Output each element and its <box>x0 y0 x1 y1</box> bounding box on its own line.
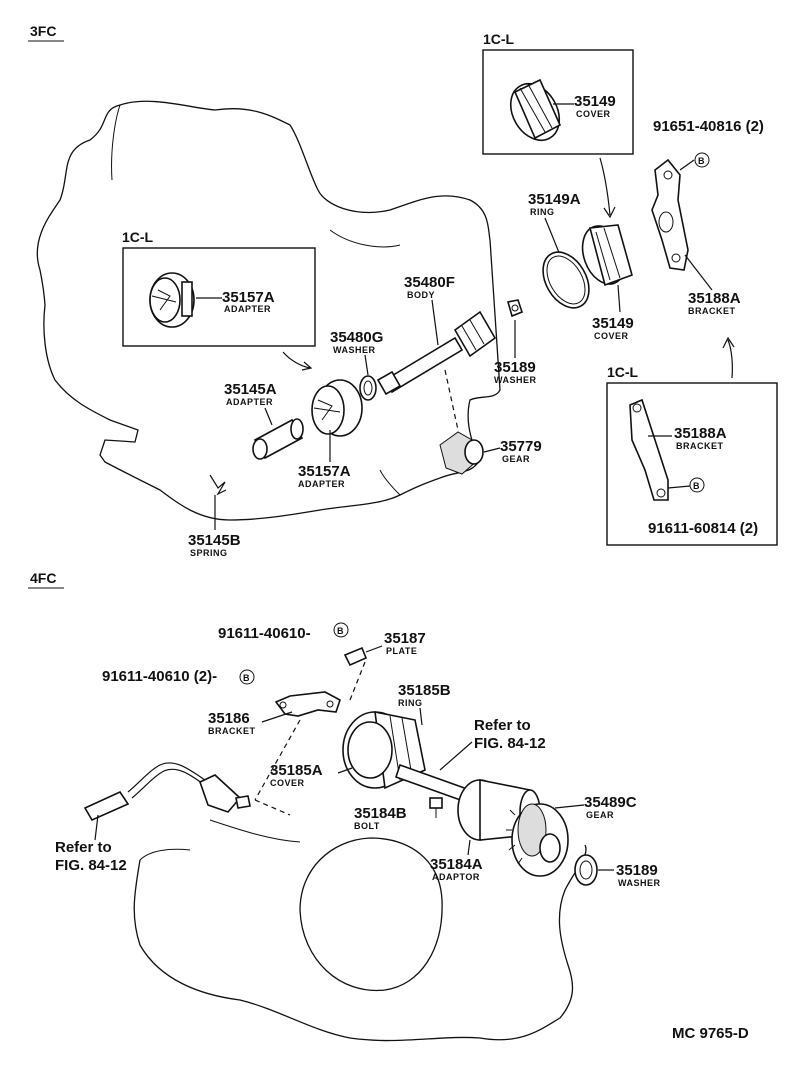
adapter-35157a <box>311 379 363 437</box>
part-name-35145b: SPRING <box>190 548 228 558</box>
part-number-35184a: 35184A <box>430 856 483 873</box>
part-number-35184b: 35184B <box>354 805 407 822</box>
part-name-35184a: ADAPTOR <box>432 872 480 882</box>
part-number-35489c: 35489C <box>584 794 637 811</box>
part-number-35157a: 35157A <box>298 463 351 480</box>
part-number-35186: 35186 <box>208 710 250 727</box>
part-number-35149a: 35149A <box>528 191 581 208</box>
refer-right-line2: FIG. 84-12 <box>474 735 546 752</box>
speedometer-driven-body-35480f <box>376 310 497 396</box>
part-number-35188a: 35188A <box>688 290 741 307</box>
part-name-35149: COVER <box>594 331 629 341</box>
part-name-35157a: ADAPTER <box>298 479 345 489</box>
part-name-35188a-inset: BRACKET <box>676 441 724 451</box>
bolt-marker-b-4 <box>239 669 255 685</box>
part-name-35188a: BRACKET <box>688 306 736 316</box>
section-label-3fc: 3FC <box>30 23 56 39</box>
part-name-35145a: ADAPTER <box>226 397 273 407</box>
part-name-35185a: COVER <box>270 778 305 788</box>
part-name-35779: GEAR <box>502 454 530 464</box>
transmission-case-outline-top <box>36 100 501 521</box>
washer-35189-top <box>506 299 523 318</box>
plate-35187 <box>343 646 368 667</box>
inset-box-cover <box>482 49 634 155</box>
part-name-35184b: BOLT <box>354 821 380 831</box>
part-name-35489c: GEAR <box>586 810 614 820</box>
refer-left-line2: FIG. 84-12 <box>55 857 127 874</box>
part-number-35189-bottom: 35189 <box>616 862 658 879</box>
part-name-35187: PLATE <box>386 646 417 656</box>
adapter-35145a <box>252 418 304 460</box>
gear-35779 <box>439 431 484 475</box>
inset-label-cover: 1C-L <box>483 31 515 47</box>
part-number-91611-40610-b: 91611-40610 (2)- <box>102 668 217 685</box>
bracket-35186 <box>274 691 341 717</box>
bracket-35188a <box>651 158 689 271</box>
part-number-91651: 91651-40816 (2) <box>653 118 764 135</box>
bolt-marker-b-3-text: B <box>337 626 344 636</box>
adapter-35157a-inset-part <box>149 272 195 328</box>
bolt-marker-b-2 <box>689 477 705 493</box>
bolt-marker-b-1-text: B <box>698 156 705 166</box>
part-number-35188a-inset: 35188A <box>674 425 727 442</box>
part-name-35157a-inset: ADAPTER <box>224 304 271 314</box>
part-number-35185a: 35185A <box>270 762 323 779</box>
transmission-case-outline-bottom <box>133 844 587 1042</box>
section-label-4fc: 4FC <box>30 570 56 586</box>
bolt-marker-b-2-text: B <box>693 481 700 491</box>
part-name-35149a: RING <box>530 207 555 217</box>
part-number-35149: 35149 <box>592 315 634 332</box>
part-name-35480g: WASHER <box>333 345 376 355</box>
part-number-35480g: 35480G <box>330 329 383 346</box>
bell-housing-opening <box>299 837 443 992</box>
part-number-35145b: 35145B <box>188 532 241 549</box>
part-number-35145a: 35145A <box>224 381 277 398</box>
cover-35149 <box>581 224 633 287</box>
cover-35149-inset-part <box>509 78 562 142</box>
part-number-35185b: 35185B <box>398 682 451 699</box>
washer-35480g <box>359 375 377 401</box>
part-number-35149-inset: 35149 <box>574 93 616 110</box>
gear-35489c <box>506 803 569 877</box>
bolt-35184b <box>429 797 443 818</box>
part-name-35185b: RING <box>398 698 423 708</box>
part-name-35189-top: WASHER <box>494 375 537 385</box>
refer-right-line1: Refer to <box>474 717 531 734</box>
speedometer-cable <box>83 762 251 822</box>
part-number-35189-top: 35189 <box>494 359 536 376</box>
bolt-marker-b-1 <box>694 152 710 168</box>
part-name-35189-bottom: WASHER <box>618 878 661 888</box>
refer-left-line1: Refer to <box>55 839 112 856</box>
part-number-35779: 35779 <box>500 438 542 455</box>
part-number-91611-60814: 91611-60814 (2) <box>648 520 758 537</box>
bracket-35188a-inset-part <box>629 398 669 501</box>
driven-gear-shaft <box>394 763 472 804</box>
cover-35185a <box>342 710 426 790</box>
part-number-35480f: 35480F <box>404 274 455 291</box>
bolt-marker-b-3 <box>333 622 349 638</box>
diagram-code: MC 9765-D <box>672 1025 749 1042</box>
ring-35149a <box>542 251 590 309</box>
inset-label-adapter: 1C-L <box>122 229 154 245</box>
inset-label-bracket: 1C-L <box>607 364 639 380</box>
washer-35189-bottom <box>574 854 598 886</box>
part-number-35187: 35187 <box>384 630 426 647</box>
part-name-35149-inset: COVER <box>576 109 611 119</box>
part-name-35480f: BODY <box>407 290 435 300</box>
part-name-35186: BRACKET <box>208 726 256 736</box>
bolt-marker-b-4-text: B <box>243 673 250 683</box>
spring-35145b <box>209 474 227 496</box>
part-number-91611-40610-a: 91611-40610- <box>218 625 311 642</box>
part-number-35157a-inset: 35157A <box>222 289 275 306</box>
